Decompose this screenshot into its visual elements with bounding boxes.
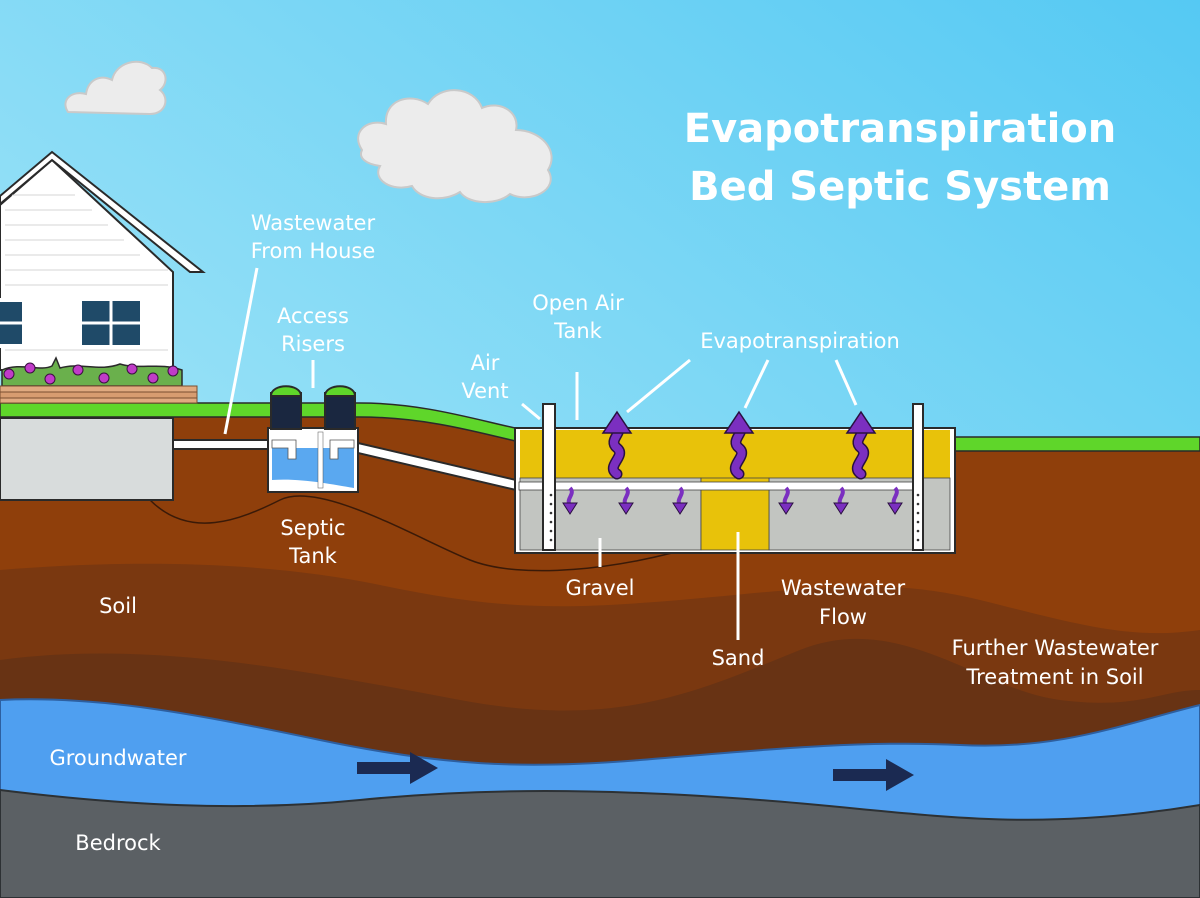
groundwater-flow-arrow <box>833 759 914 791</box>
septic-tank <box>267 427 359 493</box>
label-groundwater: Groundwater <box>49 746 186 770</box>
air-vent-pipe-right <box>912 403 924 551</box>
label-access-risers: Risers <box>281 332 345 356</box>
soil-wave-line <box>149 495 701 572</box>
label-soil: Soil <box>99 594 137 618</box>
wastewater-flow-arrow-icon <box>778 486 794 515</box>
label-bedrock: Bedrock <box>75 831 161 855</box>
distribution-pipe <box>518 481 916 491</box>
window-left <box>0 298 26 348</box>
groundwater-flow-arrow <box>357 752 438 784</box>
wastewater-flow-arrow-icon <box>618 486 634 515</box>
label-air-vent: Air <box>471 351 500 375</box>
wastewater-flow-arrow-icon <box>562 486 578 515</box>
label-sand: Sand <box>712 646 765 670</box>
label-access-risers: Access <box>277 304 349 328</box>
wastewater-flow-arrow-icon <box>887 486 903 515</box>
window <box>78 297 144 349</box>
label-evapotranspiration: Evapotranspiration <box>700 329 900 353</box>
wastewater-flow-arrow-icon <box>833 486 849 515</box>
label-air-vent: Vent <box>461 379 508 403</box>
label-wastewater-flow: Flow <box>819 605 867 629</box>
cloud-large <box>357 89 553 203</box>
deck <box>0 385 198 404</box>
cloud-small <box>64 60 167 116</box>
access-riser-left <box>269 385 303 430</box>
leader-lines <box>223 267 858 640</box>
air-vent-pipe-left <box>542 403 556 551</box>
label-septic-tank: Tank <box>288 544 338 568</box>
label-further-treatment: Treatment in Soil <box>965 665 1143 689</box>
grass-strip-right <box>954 436 1200 452</box>
wastewater-flow-arrow-icon <box>672 486 688 515</box>
house-pipe <box>172 439 269 450</box>
evaporation-arrow-icon <box>601 410 633 480</box>
house-foundation <box>0 417 174 501</box>
house-roof <box>0 150 206 273</box>
label-wastewater-flow: Wastewater <box>781 576 906 600</box>
title-line-2: Bed Septic System <box>689 164 1111 210</box>
label-open-air-tank: Tank <box>553 319 603 343</box>
label-gravel: Gravel <box>566 576 635 600</box>
label-septic-tank: Septic <box>280 516 345 540</box>
house <box>0 150 206 501</box>
label-wastewater-from-house: From House <box>251 239 376 263</box>
flowers <box>3 362 179 385</box>
label-wastewater-from-house: Wastewater <box>251 211 376 235</box>
title-line-1: Evapotranspiration <box>684 106 1116 152</box>
evaporation-arrow-icon <box>845 410 877 480</box>
label-open-air-tank: Open Air <box>532 291 624 315</box>
evaporation-arrow-icon <box>723 410 755 480</box>
access-riser-right <box>323 385 357 430</box>
label-further-treatment: Further Wastewater <box>952 636 1159 660</box>
bedrock-layer <box>0 788 1200 898</box>
